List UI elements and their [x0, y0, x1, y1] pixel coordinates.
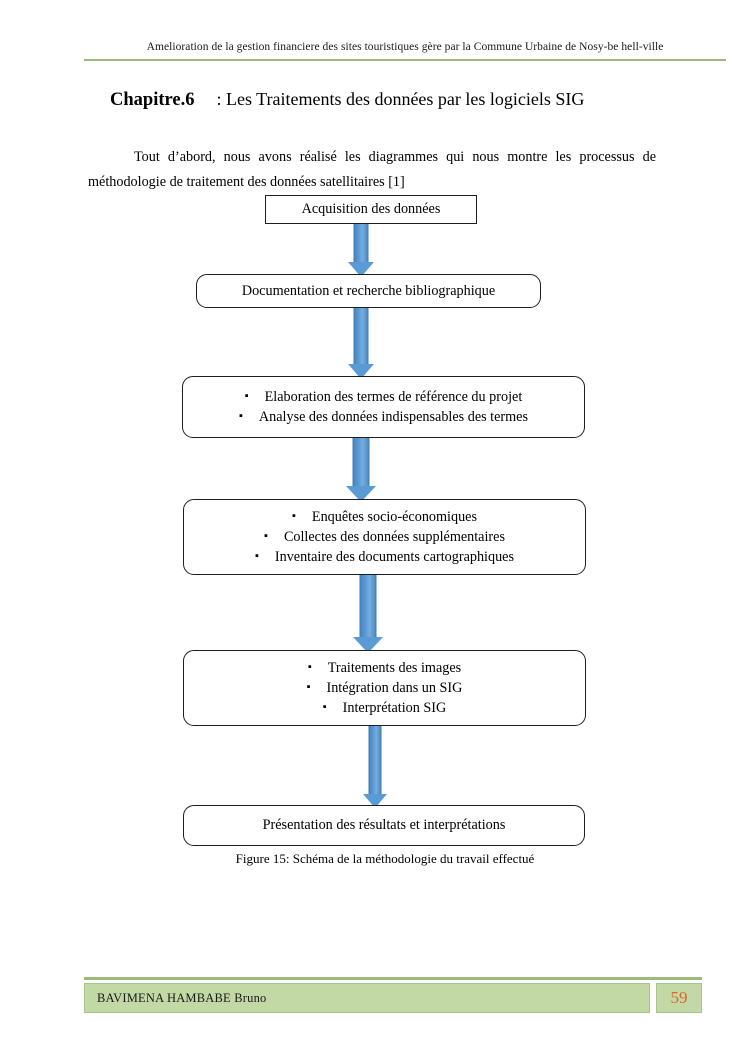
arrow-head: [348, 364, 374, 379]
footer-divider-rule: [84, 977, 702, 980]
running-header: Amelioration de la gestion financiere de…: [84, 40, 726, 64]
arrow-head: [348, 262, 374, 277]
bullet-icon: ▪: [307, 661, 312, 673]
flowchart-box-traitements-line: ▪ Intégration dans un SIG: [307, 678, 463, 698]
arrow-head: [346, 486, 376, 502]
flowchart-arrow-down-icon-4: [353, 575, 383, 653]
flowchart-line-text: Analyse des données indispensables des t…: [258, 409, 528, 425]
flowchart-box-traitements-line: ▪ Traitements des images: [308, 658, 461, 678]
flowchart-box-acquisition: Acquisition des données: [265, 195, 477, 224]
bullet-icon: ▪: [254, 550, 259, 562]
page-title: Chapitre.6 : Les Traitements des données …: [110, 86, 710, 113]
arrow-shaft: [353, 308, 369, 364]
bullet-icon: ▪: [264, 530, 268, 542]
flowchart-box-presentation: Présentation des résultats et interpréta…: [183, 805, 585, 846]
bullet-icon: ▪: [306, 681, 311, 693]
flowchart-box-documentation: Documentation et recherche bibliographiq…: [196, 274, 541, 308]
flowchart-arrow-down-icon-2: [348, 308, 375, 379]
page-footer: BAVIMENA HAMBABE Bruno 59: [84, 977, 702, 1019]
arrow-head: [353, 637, 383, 653]
arrow-head: [363, 794, 387, 808]
flowchart-line-text: Présentation des résultats et interpréta…: [262, 817, 506, 833]
bullet-icon: ▪: [238, 410, 243, 422]
running-header-title: Amelioration de la gestion financiere de…: [146, 41, 664, 53]
flowchart-line-text: Acquisition des données: [301, 201, 441, 217]
flowchart-arrow-down-icon-1: [348, 224, 375, 277]
footer-author-box: BAVIMENA HAMBABE Bruno: [84, 983, 650, 1013]
footer-page-box: 59: [656, 983, 702, 1013]
flowchart-box-traitements: ▪ Traitements des images ▪ Intégration dans…: [183, 650, 586, 726]
flowchart-box-enquetes: ▪ Enquêtes socio-économiques ▪ Collectes de…: [183, 499, 586, 575]
chapter-number-label: Chapitre.6: [110, 90, 195, 110]
flowchart-box-enquetes-line: ▪ Inventaire des documents cartographique…: [255, 547, 514, 567]
arrow-shaft: [359, 575, 377, 637]
flowchart-arrow-down-icon-3: [346, 438, 376, 502]
flowchart-box-acquisition-line: Acquisition des données: [302, 200, 441, 219]
flowchart-line-text: Elaboration des termes de référence du p…: [264, 389, 523, 405]
bullet-icon: ▪: [244, 390, 249, 402]
flowchart-line-text: Traitements des images: [327, 660, 462, 676]
flowchart-box-enquetes-line: ▪ Collectes des données supplémentaires: [264, 527, 505, 547]
flowchart-line-text: Intégration dans un SIG: [326, 680, 463, 696]
footer-author-name: BAVIMENA HAMBABE Bruno: [97, 990, 267, 1005]
bullet-icon: ▪: [322, 701, 327, 713]
flowchart-line-text: Enquêtes socio-économiques: [311, 509, 477, 525]
flowchart-box-enquetes-line: ▪ Enquêtes socio-économiques: [292, 507, 477, 527]
figure-caption: Figure 15: Schéma de la méthodologie du …: [235, 851, 535, 866]
flowchart-box-elaboration-line: ▪ Analyse des données indispensables des …: [239, 407, 528, 427]
arrow-shaft: [368, 726, 382, 794]
arrow-shaft: [352, 438, 370, 486]
intro-paragraph: Tout d’abord, nous avons réalisé les dia…: [88, 149, 656, 191]
flowchart-line-text: Inventaire des documents cartographiques: [274, 549, 515, 565]
flowchart-box-traitements-line: ▪ Interprétation SIG: [323, 698, 447, 718]
flowchart-line-text: Documentation et recherche bibliographiq…: [241, 282, 496, 299]
bullet-icon: ▪: [292, 510, 296, 522]
arrow-shaft: [353, 224, 369, 262]
header-divider-rule: [84, 59, 726, 61]
flowchart-box-elaboration-line: ▪ Elaboration des termes de référence du …: [245, 387, 523, 407]
chapter-title-text: : Les Traitements des données par les lo…: [216, 89, 585, 109]
page-number: 59: [670, 988, 688, 1007]
flowchart-line-text: Interprétation SIG: [342, 700, 447, 716]
flowchart-box-presentation-line: Présentation des résultats et interpréta…: [263, 816, 506, 835]
flowchart-box-documentation-line: Documentation et recherche bibliographiq…: [242, 282, 495, 301]
flowchart-line-text: Collectes des données supplémentaires: [283, 529, 505, 545]
flowchart-box-elaboration: ▪ Elaboration des termes de référence du …: [182, 376, 585, 438]
flowchart-arrow-down-icon-5: [363, 726, 388, 808]
